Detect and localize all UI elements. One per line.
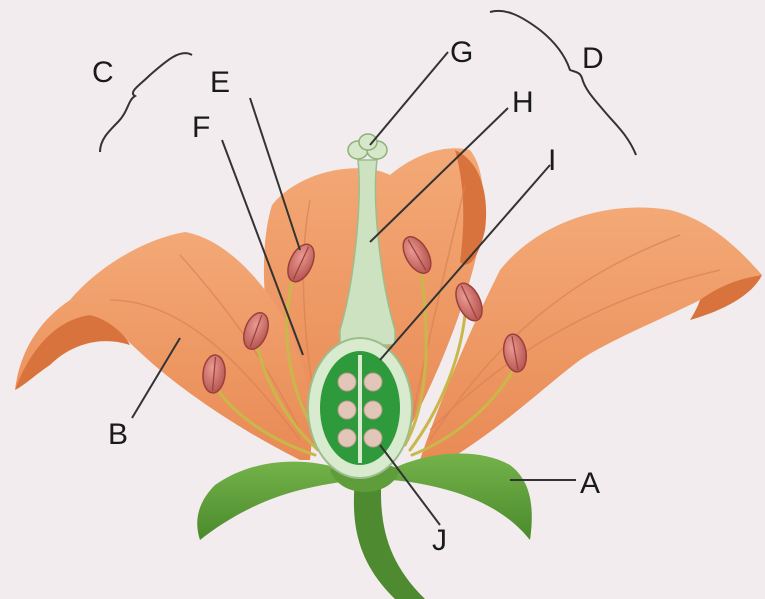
label-a: A xyxy=(580,467,600,500)
ovule xyxy=(338,401,356,419)
label-g: G xyxy=(450,36,473,69)
leader-g xyxy=(370,52,448,145)
label-e: E xyxy=(210,66,230,99)
label-c: C xyxy=(92,56,114,89)
label-f: F xyxy=(192,111,210,144)
ovule xyxy=(338,429,356,447)
bracket-d xyxy=(490,11,636,155)
ovule xyxy=(364,373,382,391)
ovule xyxy=(364,401,382,419)
label-b: B xyxy=(108,418,128,451)
bracket-c xyxy=(100,53,192,152)
label-h: H xyxy=(512,86,534,119)
ovule xyxy=(364,429,382,447)
stigma xyxy=(348,134,387,159)
label-i: I xyxy=(548,144,556,177)
label-j: J xyxy=(432,524,447,557)
ovule xyxy=(338,373,356,391)
label-d: D xyxy=(582,42,604,75)
right-sepal xyxy=(385,454,532,540)
